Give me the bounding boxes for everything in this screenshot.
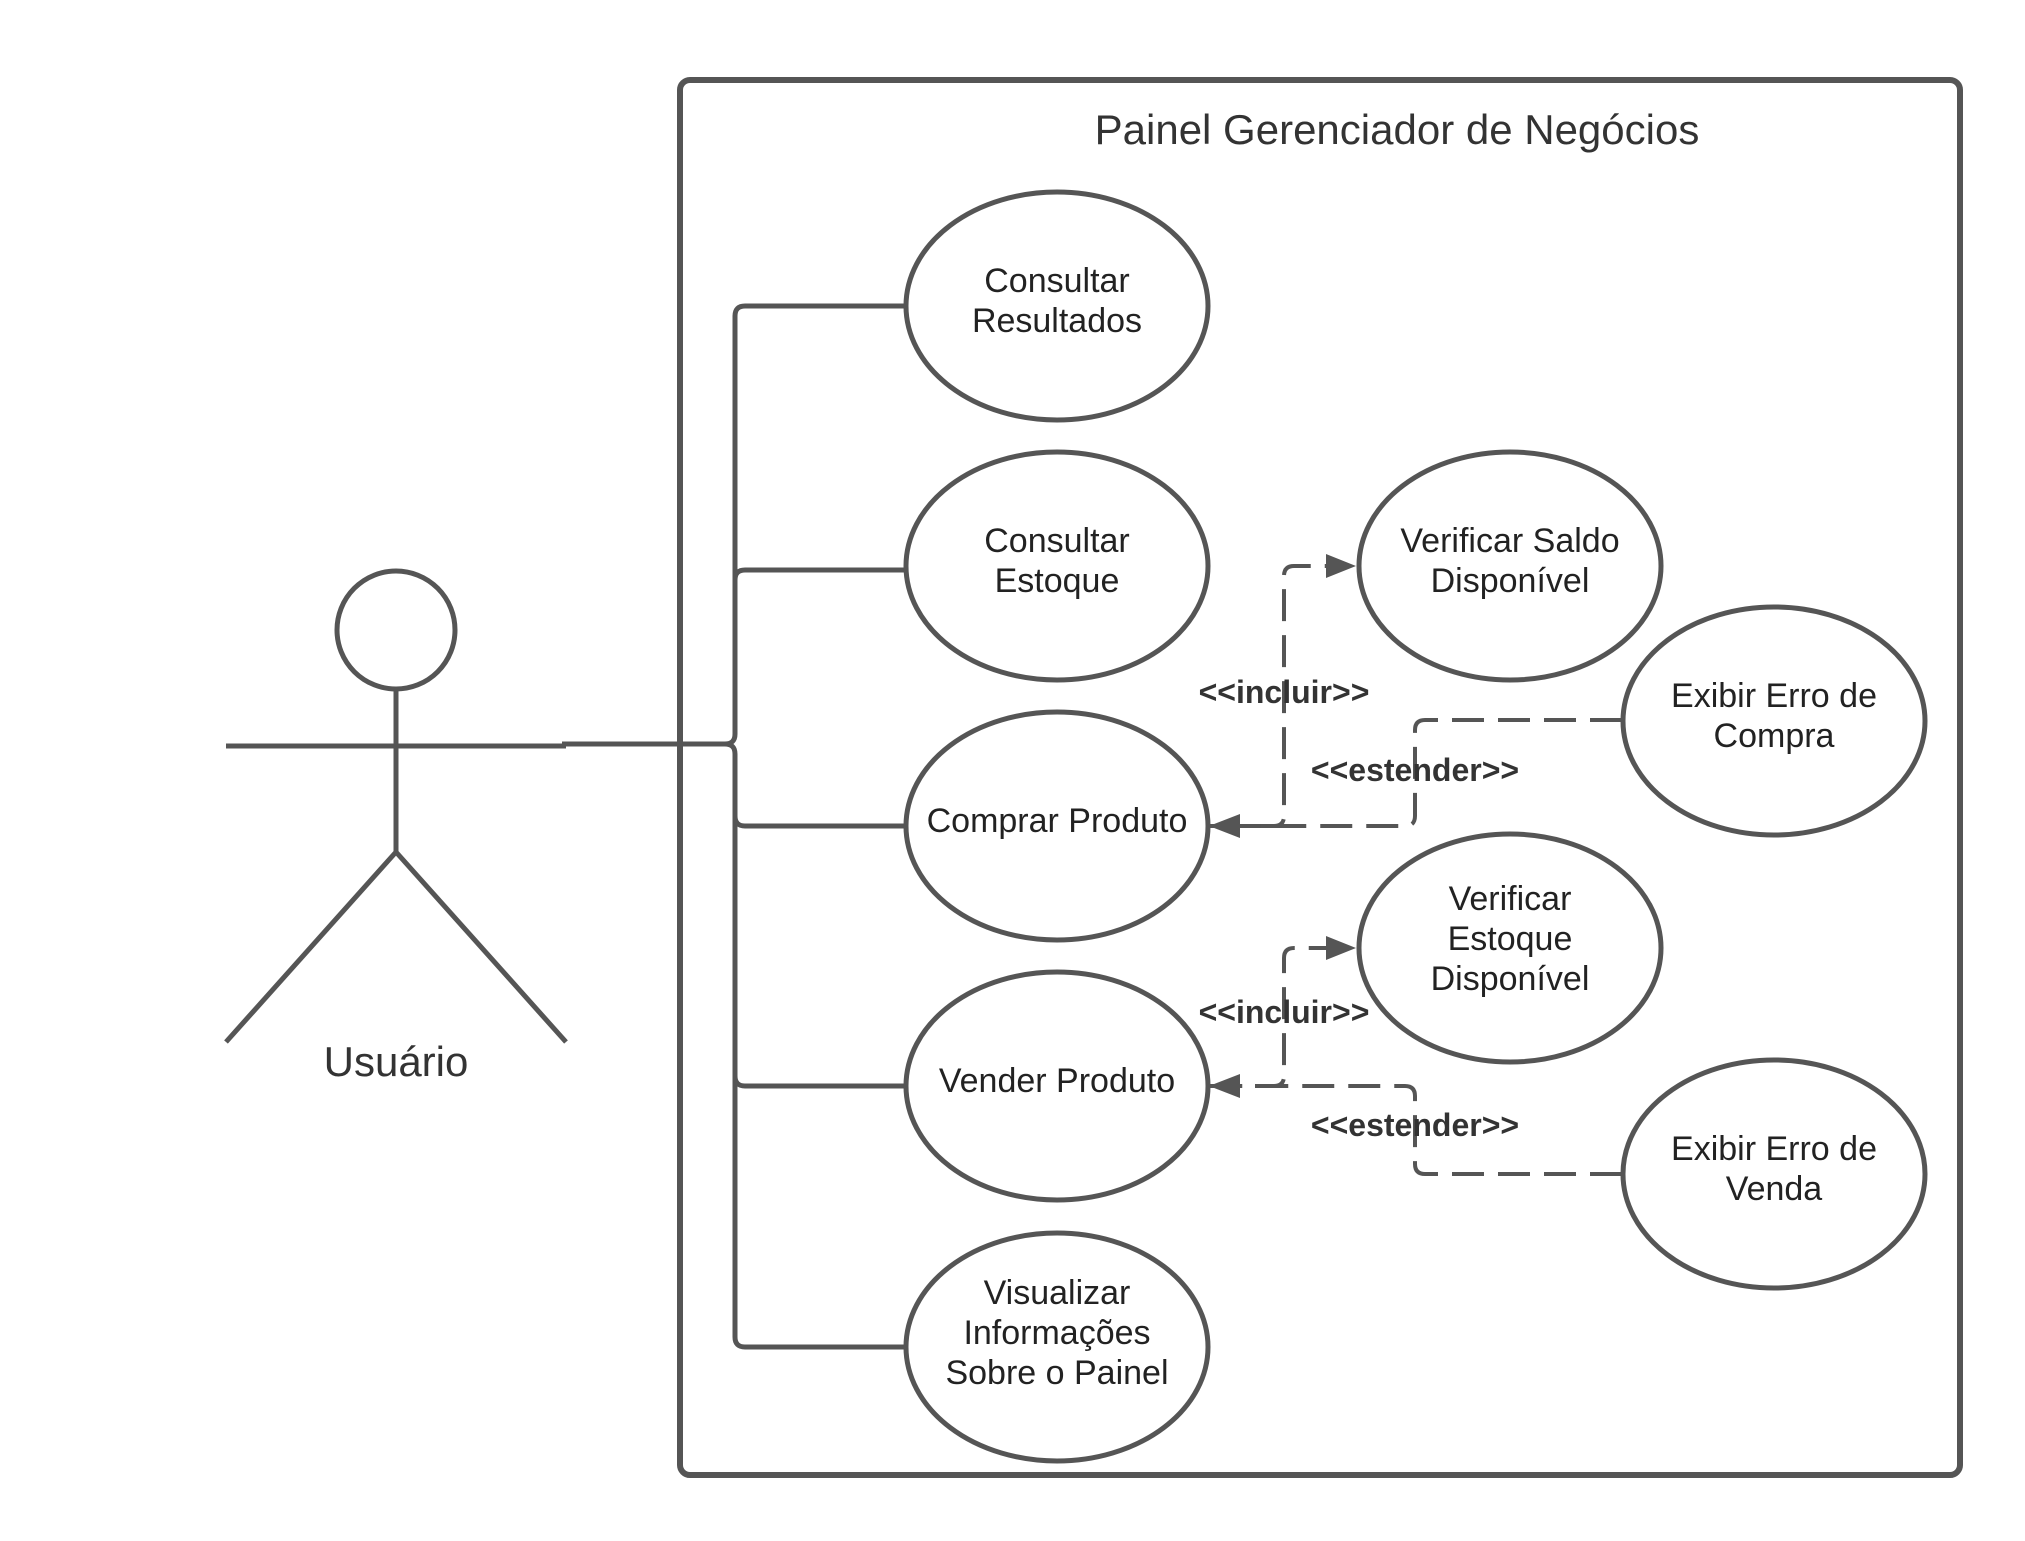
uc-label-line: Sobre o Painel	[945, 1354, 1168, 1392]
uc-label-line: Disponível	[1431, 960, 1590, 998]
association-lower-bus	[724, 741, 905, 1350]
use-case-consultar-resultados[interactable]: Consultar Resultados	[903, 189, 1211, 423]
extend-erro-venda-vender	[1240, 1084, 1622, 1176]
uc-label-line: Verificar	[1449, 880, 1572, 918]
extend-arrowhead-2	[1209, 1074, 1240, 1098]
use-case-exibir-erro-compra[interactable]: Exibir Erro de Compra	[1620, 604, 1928, 838]
include-label-1: <<incluir>>	[1199, 674, 1370, 710]
extend-erro-compra-comprar	[1240, 718, 1622, 828]
include-arrowhead-2	[1326, 936, 1356, 960]
uc-label-line: Visualizar	[984, 1274, 1131, 1312]
uc-label-line: Comprar Produto	[927, 802, 1188, 840]
use-case-verificar-saldo[interactable]: Verificar Saldo Disponível	[1356, 449, 1664, 683]
uc-label-line: Estoque	[995, 562, 1120, 600]
uc-label-line: Informações	[963, 1314, 1150, 1352]
extend-label-2: <<estender>>	[1311, 1107, 1519, 1143]
uc-label-line: Vender Produto	[939, 1062, 1175, 1100]
actor-head	[334, 568, 458, 692]
uc-label-line: Verificar Saldo	[1400, 522, 1619, 560]
uc-label-line: Exibir Erro de	[1671, 1130, 1877, 1168]
uc-label-line: Compra	[1714, 717, 1835, 755]
association-comprar-produto	[732, 815, 905, 829]
association-consultar-estoque	[732, 567, 905, 581]
uc-label-line: Consultar	[984, 262, 1130, 300]
use-case-comprar-produto[interactable]: Comprar Produto	[903, 709, 1211, 943]
system-boundary	[677, 77, 1963, 1478]
uc-label-line: Consultar	[984, 522, 1130, 560]
actor-label: Usuário	[324, 1038, 469, 1085]
use-case-consultar-estoque[interactable]: Consultar Estoque	[903, 449, 1211, 683]
association-lines	[562, 303, 905, 1350]
include-arrowhead-1	[1326, 554, 1356, 578]
uc-label-line: Estoque	[1448, 920, 1573, 958]
association-vender-produto	[732, 1075, 905, 1089]
uc-label-line: Exibir Erro de	[1671, 677, 1877, 715]
use-case-vender-produto[interactable]: Vender Produto	[903, 969, 1211, 1203]
use-case-exibir-erro-venda[interactable]: Exibir Erro de Venda	[1620, 1057, 1928, 1291]
extend-label-1: <<estender>>	[1311, 752, 1519, 788]
association-bus	[562, 303, 905, 747]
include-label-2: <<incluir>>	[1199, 994, 1370, 1030]
extend-arrowhead-1	[1209, 814, 1240, 838]
actor-usuario: Usuário	[224, 568, 568, 1085]
actor-left-leg	[224, 850, 398, 1044]
use-case-verificar-estoque-disponivel[interactable]: Verificar Estoque Disponível	[1356, 831, 1664, 1065]
system-title: Painel Gerenciador de Negócios	[1095, 106, 1700, 153]
relations: <<incluir>> <<estender>> <<incluir>> <<e…	[1199, 554, 1622, 1176]
use-case-visualizar-informacoes[interactable]: Visualizar Informações Sobre o Painel	[903, 1230, 1211, 1464]
actor-right-leg	[394, 850, 568, 1044]
uc-label-line: Resultados	[972, 302, 1142, 340]
uc-label-line: Venda	[1726, 1170, 1823, 1208]
uc-label-line: Disponível	[1431, 562, 1590, 600]
